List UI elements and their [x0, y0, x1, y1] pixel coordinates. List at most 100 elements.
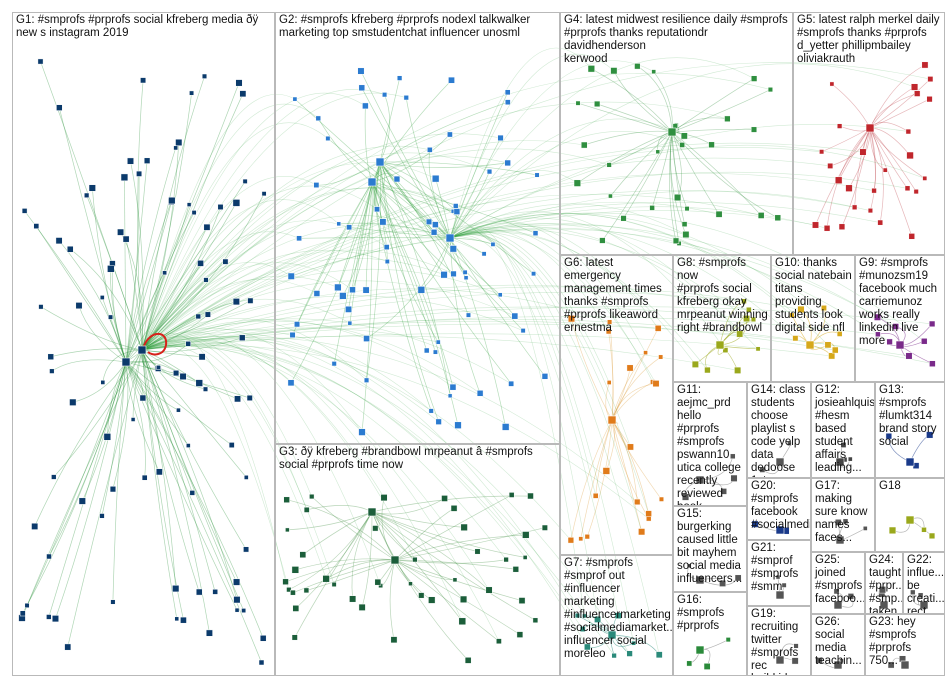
node-g3: [464, 657, 472, 664]
inter-group-edge: [141, 336, 638, 503]
node-g4: [750, 126, 758, 133]
node-g8: [736, 330, 744, 338]
node-g2: [349, 286, 356, 294]
node-g1: [180, 616, 187, 624]
node-g6: [658, 354, 664, 360]
inter-group-edge: [449, 190, 871, 239]
inter-group-edge: [141, 337, 463, 622]
edge: [869, 64, 926, 129]
inter-group-edge: [449, 213, 840, 335]
node-g1: [66, 245, 74, 253]
edge: [125, 361, 189, 446]
node-g11: [681, 493, 690, 501]
edge: [24, 210, 127, 363]
inter-group-edge: [141, 318, 367, 381]
node-g1: [51, 615, 59, 623]
node-g1: [75, 302, 83, 310]
inter-group-edge: [141, 318, 933, 364]
edge: [125, 361, 238, 611]
inter-group-edge: [141, 148, 610, 351]
edge: [316, 181, 373, 294]
node-g2: [532, 230, 539, 236]
edge: [333, 181, 373, 364]
node-g10: [797, 305, 805, 314]
group-label-g10: G10: thanks social natebain titans provi…: [775, 257, 852, 334]
hub-node-g17: [835, 535, 845, 545]
group-cell-g12: G12: josieahlquist #hesm based student a…: [811, 382, 875, 478]
node-g1: [33, 223, 40, 229]
hub-node-g14: [775, 457, 785, 467]
edge: [371, 181, 454, 250]
node-g5: [836, 123, 843, 129]
edge: [613, 70, 673, 133]
node-g2: [325, 135, 331, 141]
node-g3: [408, 581, 413, 586]
inter-group-edge: [141, 346, 507, 560]
node-g1: [258, 659, 265, 666]
node-g1: [69, 398, 77, 406]
node-g1: [242, 178, 248, 184]
node-g4: [679, 142, 685, 148]
edge: [830, 127, 871, 167]
node-g1: [239, 90, 247, 98]
node-g3: [374, 578, 382, 586]
inter-group-edge: [449, 231, 657, 384]
group-cell-g20: G20: #smprofs facebook #socialmedia: [747, 478, 811, 540]
node-g1: [234, 607, 240, 613]
node-g3: [518, 597, 526, 604]
node-g16: [686, 660, 693, 667]
inter-group-edge: [141, 299, 351, 351]
edge: [371, 511, 490, 591]
node-g3: [452, 577, 458, 583]
edge: [670, 131, 680, 244]
node-g1: [122, 235, 130, 243]
node-g4: [682, 231, 690, 239]
edge: [112, 361, 129, 490]
node-g2: [289, 331, 296, 338]
node-g1: [99, 513, 105, 519]
edge: [294, 98, 451, 239]
edge: [394, 559, 523, 601]
inter-group-edge: [141, 214, 435, 351]
edge: [854, 127, 871, 208]
node-g3: [516, 631, 524, 638]
node-g1: [100, 380, 106, 385]
inter-group-edge: [449, 170, 578, 239]
edge: [349, 226, 451, 239]
edge: [125, 181, 246, 363]
inter-group-edge: [141, 346, 615, 656]
inter-group-edge: [141, 142, 864, 351]
inter-group-edge: [449, 234, 649, 514]
inter-group-edge: [141, 328, 432, 412]
node-g1: [110, 599, 116, 605]
node-g1: [109, 486, 117, 493]
inter-group-edge: [141, 152, 490, 351]
node-g5: [827, 162, 834, 169]
group-label-g11: G11: aejmc_prd hello #prprofs #smprofs p…: [677, 384, 741, 505]
inter-group-edge: [449, 223, 796, 339]
edge: [141, 349, 210, 634]
node-g7: [582, 613, 587, 619]
edge: [869, 127, 908, 189]
edge: [141, 263, 201, 351]
edge: [371, 511, 469, 661]
node-g2: [501, 423, 510, 431]
inter-group-edge: [141, 345, 649, 519]
node-g3: [474, 548, 481, 555]
node-g1: [235, 79, 243, 87]
inter-group-edge: [141, 338, 416, 560]
inter-group-edge: [141, 333, 286, 582]
group-label-g6: G6: latest emergency management times th…: [564, 257, 662, 334]
hub-node-g2: [445, 233, 455, 243]
node-g1: [186, 443, 191, 448]
hub-node-g19: [775, 655, 785, 665]
hub-node-g15: [695, 575, 705, 585]
edge: [125, 160, 148, 363]
edge: [608, 131, 673, 166]
edge: [449, 237, 481, 394]
node-g3: [541, 524, 548, 531]
node-g2: [454, 421, 462, 429]
hub-node-g16: [695, 645, 705, 655]
node-g2: [520, 328, 526, 334]
